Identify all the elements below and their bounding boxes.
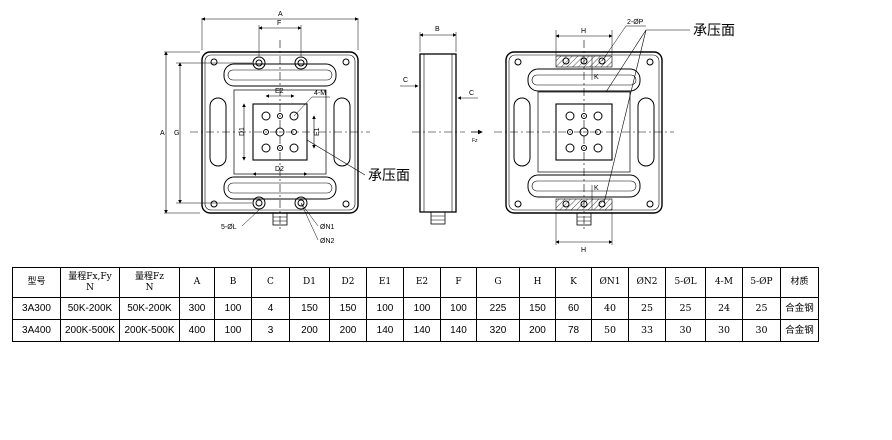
table-header-cell: G <box>476 267 520 298</box>
table-cell: 3A300 <box>12 297 61 320</box>
table-cell: 3A400 <box>12 319 61 342</box>
table-cell: 合金钢 <box>780 319 819 342</box>
table-cell: 100 <box>440 297 477 320</box>
table-cell: 400 <box>179 319 215 342</box>
dim-label-l: 5-ØL <box>221 224 237 231</box>
dim-label-e1: E1 <box>314 127 321 136</box>
table-cell: 140 <box>440 319 477 342</box>
table-cell: 25 <box>628 297 666 320</box>
dim-label-p: 2-ØP <box>627 19 644 26</box>
table-header-cell: A <box>179 267 215 298</box>
table-cell: 100 <box>214 319 252 342</box>
table-cell: 78 <box>555 319 592 342</box>
table-header-cell: E2 <box>403 267 441 298</box>
side-view <box>400 32 483 225</box>
table-header-cell: ØN2 <box>628 267 666 298</box>
table-cell: 4 <box>251 297 290 320</box>
table-header-cell: C <box>251 267 290 298</box>
dim-label-n1: ØN1 <box>320 224 335 231</box>
table-cell: 140 <box>403 319 441 342</box>
dim-label-a-left: A <box>160 130 165 137</box>
dim-label-m: 4-M <box>314 90 326 97</box>
table-header-cell: F <box>440 267 477 298</box>
table-header-cell: 5-ØP <box>742 267 781 298</box>
table-cell: 33 <box>628 319 666 342</box>
table-cell: 150 <box>519 297 556 320</box>
table-header-cell: E1 <box>366 267 404 298</box>
table-cell: 40 <box>591 297 629 320</box>
dim-label-n2: ØN2 <box>320 238 335 245</box>
table-cell: 50 <box>591 319 629 342</box>
table-cell: 100 <box>214 297 252 320</box>
dim-label-k-bottom: K <box>594 185 599 192</box>
table-header-cell: D2 <box>329 267 367 298</box>
table-header-cell: 4-M <box>705 267 743 298</box>
table-header-cell: ØN1 <box>591 267 629 298</box>
table-cell: 200 <box>329 319 367 342</box>
table-cell: 200K-500K <box>119 319 180 342</box>
dim-label-k-top: K <box>594 74 599 81</box>
dim-label-f: F <box>277 20 281 27</box>
table-cell: 100 <box>403 297 441 320</box>
table-cell: 320 <box>476 319 520 342</box>
table-header-cell: K <box>555 267 592 298</box>
table-cell: 100 <box>366 297 404 320</box>
dim-label-d1: D1 <box>239 127 246 136</box>
table-header-cell: B <box>214 267 252 298</box>
table-cell: 140 <box>366 319 404 342</box>
dim-label-c-right: C <box>469 90 474 97</box>
dim-label-h-bottom: H <box>581 247 586 254</box>
table-header-cell: D1 <box>289 267 330 298</box>
table-cell: 150 <box>289 297 330 320</box>
table-cell: 3 <box>251 319 290 342</box>
table-cell: 30 <box>665 319 706 342</box>
table-header-cell: 型号 <box>12 267 61 298</box>
dim-label-d2: D2 <box>275 166 284 173</box>
table-cell: 30 <box>705 319 743 342</box>
table-cell: 50K-200K <box>119 297 180 320</box>
table-cell: 24 <box>705 297 743 320</box>
dim-label-h-top: H <box>581 28 586 35</box>
technical-drawing: A F A G D1 D2 E1 E2 4-M 5-ØL ØN1 ØN2 承压面… <box>160 11 735 254</box>
dim-label-g: G <box>174 130 179 137</box>
table-cell: 60 <box>555 297 592 320</box>
dim-label-b: B <box>435 26 440 33</box>
table-cell: 25 <box>742 297 781 320</box>
table-cell: 25 <box>665 297 706 320</box>
force-label-fz: Fz <box>472 138 478 144</box>
table-cell: 50K-200K <box>60 297 120 320</box>
table-cell: 200 <box>519 319 556 342</box>
dim-label-a-top: A <box>278 11 283 18</box>
table-header-cell: H <box>519 267 556 298</box>
table-cell: 150 <box>329 297 367 320</box>
table-cell: 30 <box>742 319 781 342</box>
table-cell: 200 <box>289 319 330 342</box>
bearing-surface-label-front: 承压面 <box>368 168 410 184</box>
dim-label-e2: E2 <box>275 88 284 95</box>
front-view <box>164 17 370 241</box>
table-header-cell: 5-ØL <box>665 267 706 298</box>
back-view <box>494 25 690 245</box>
table-cell: 200K-500K <box>60 319 120 342</box>
dim-label-c-left: C <box>403 77 408 84</box>
bearing-surface-label-back: 承压面 <box>693 23 735 39</box>
table-cell: 225 <box>476 297 520 320</box>
table-cell: 300 <box>179 297 215 320</box>
table-header-cell: 材质 <box>780 267 819 298</box>
table-cell: 合金钢 <box>780 297 819 320</box>
